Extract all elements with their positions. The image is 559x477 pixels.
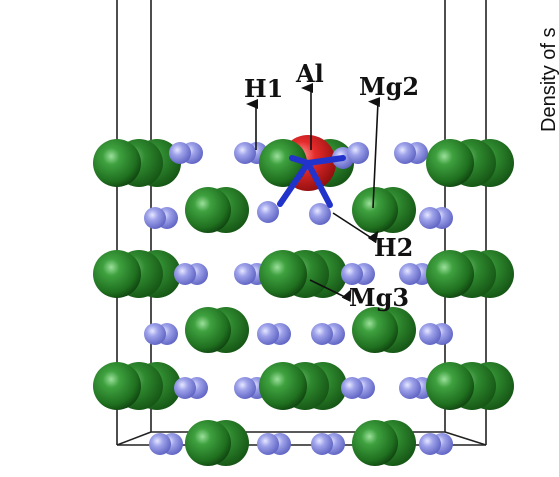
hydrogen-atom-0 — [169, 142, 191, 164]
annotation-arrows — [246, 83, 381, 302]
hydrogen-atom-2 — [394, 142, 416, 164]
hydrogen-atom-6 — [234, 263, 256, 285]
bond-al-h-top-right — [305, 155, 346, 166]
magnesium-atom-3 — [426, 250, 474, 298]
hydrogen-atom-18 — [257, 433, 279, 455]
magnesium-pair-5 — [352, 420, 398, 466]
hydrogen-atom-12 — [419, 323, 441, 345]
hydrogen-atom-4 — [419, 207, 441, 229]
hydrogen-atom-16 — [399, 377, 421, 399]
hydrogen-atom-15 — [341, 377, 363, 399]
magnesium-pair-3 — [352, 307, 398, 353]
magnesium-atom-near-al — [259, 139, 307, 187]
hydrogen-atom-9 — [144, 323, 166, 345]
hydrogen-atom-19 — [311, 433, 333, 455]
label-mg2: Mg2 — [359, 72, 419, 101]
hydrogen-atom-11 — [311, 323, 333, 345]
magnesium-atom-7 — [259, 362, 307, 410]
side-axis-label: Density of s — [538, 28, 559, 132]
atoms-layer — [93, 135, 514, 466]
magnesium-atom-1 — [426, 139, 474, 187]
hydrogen-atom-7 — [341, 263, 363, 285]
bond-al-h-top-left — [289, 155, 311, 166]
hydrogen-atom-al-right-back — [347, 142, 369, 164]
arrow-mg2 — [368, 97, 381, 209]
hydrogen-atom-al-bottom-left — [257, 201, 279, 223]
magnesium-pair-0 — [185, 187, 231, 233]
al-h-bonds — [277, 155, 346, 208]
hydrogen-atom-8 — [399, 263, 421, 285]
cell-edge-bottom-left — [116, 431, 152, 446]
bond-al-h-right — [305, 160, 333, 208]
label-al: Al — [295, 59, 324, 88]
magnesium-atom-4 — [93, 362, 141, 410]
cell-edge-bottom-right — [444, 431, 487, 446]
label-mg3: Mg3 — [349, 283, 409, 312]
label-h1: H1 — [244, 74, 283, 103]
bond-al-h-left — [277, 160, 311, 207]
magnesium-pair-1 — [352, 187, 398, 233]
hydrogen-atom-17 — [149, 433, 171, 455]
hydrogen-atom-13 — [174, 377, 196, 399]
hydrogen-atom-14 — [234, 377, 256, 399]
label-h2: H2 — [374, 233, 413, 262]
arrow-mg3 — [309, 279, 352, 302]
magnesium-pair-4 — [185, 420, 231, 466]
magnesium-atom-2 — [93, 250, 141, 298]
magnesium-atom-5 — [426, 362, 474, 410]
magnesium-atom-0 — [93, 139, 141, 187]
magnesium-atom-6 — [259, 250, 307, 298]
magnesium-pair-2 — [185, 307, 231, 353]
arrow-h2 — [332, 212, 379, 244]
hydrogen-atom-3 — [144, 207, 166, 229]
hydrogen-atom-al-bottom-right — [309, 203, 331, 225]
hydrogen-atom-10 — [257, 323, 279, 345]
hydrogen-atom-5 — [174, 263, 196, 285]
hydrogen-atom-1 — [234, 142, 256, 164]
hydrogen-atom-20 — [419, 433, 441, 455]
